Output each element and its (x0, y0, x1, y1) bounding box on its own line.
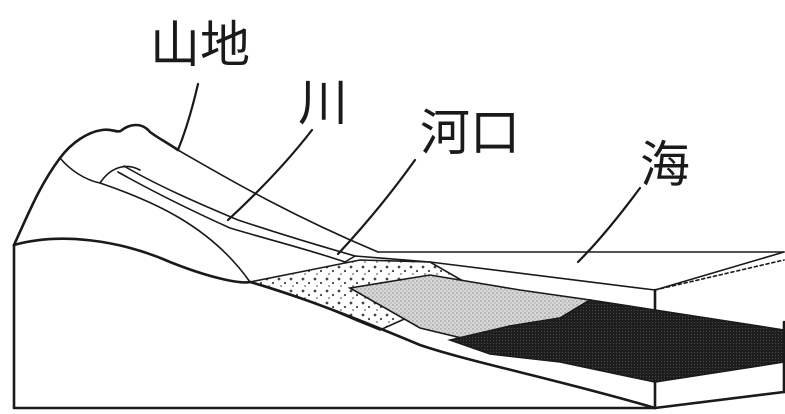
mud-layer (447, 299, 785, 383)
estuary-leader (336, 158, 417, 256)
sea-label: 海 (640, 136, 690, 194)
river-leader (226, 128, 314, 222)
sea-surface (377, 251, 785, 291)
mountain-label: 山地 (150, 16, 250, 74)
sediment-layers (246, 259, 785, 383)
estuary-label: 河口 (420, 104, 520, 162)
mountain-profile (12, 123, 657, 410)
river-label: 川 (298, 74, 348, 132)
river-channel (117, 165, 431, 263)
mountain-leader (176, 82, 200, 152)
leader-lines (176, 82, 642, 264)
sea-leader (576, 186, 642, 264)
